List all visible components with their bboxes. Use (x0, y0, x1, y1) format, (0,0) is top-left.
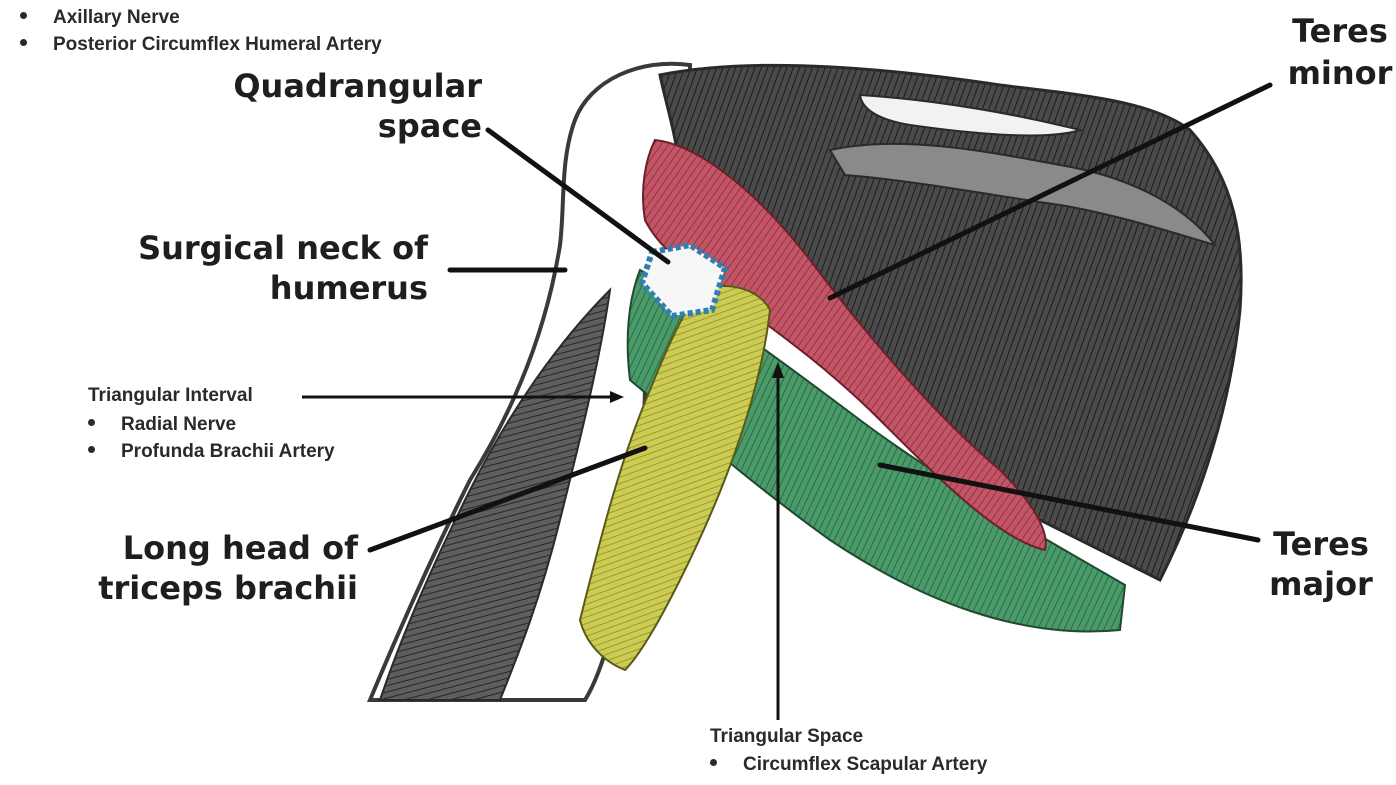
long-head-line-1: Long head of (80, 528, 358, 568)
axillary-nerve-text: Axillary Nerve (53, 7, 180, 28)
surgical-neck-line-2: humerus (130, 268, 428, 308)
quadrangular-space-label: Quadrangular space (200, 66, 482, 146)
top-list-item: Axillary Nerve (20, 7, 180, 29)
bullet-icon (88, 419, 95, 426)
bullet-icon (20, 12, 27, 19)
long-head-line-2: triceps brachii (80, 568, 358, 608)
teres-major-label: Teres major (1266, 524, 1376, 604)
quadrangular-line-2: space (200, 106, 482, 146)
bullet-icon (20, 39, 27, 46)
surgical-neck-label: Surgical neck of humerus (130, 228, 428, 308)
surgical-neck-line-1: Surgical neck of (130, 228, 428, 268)
space-list-item: Circumflex Scapular Artery (710, 754, 987, 776)
bullet-icon (88, 446, 95, 453)
triangular-space-label: Triangular Space (710, 726, 863, 748)
teres-minor-line-1: Teres (1286, 10, 1394, 52)
long-head-triceps-label: Long head of triceps brachii (80, 528, 358, 608)
circumflex-scapular-text: Circumflex Scapular Artery (743, 754, 987, 775)
teres-major-line-2: major (1266, 564, 1376, 604)
top-list-item: Posterior Circumflex Humeral Artery (20, 34, 382, 56)
triangular-interval-label: Triangular Interval (88, 385, 253, 407)
interval-list-item: Profunda Brachii Artery (88, 441, 335, 463)
quadrangular-line-1: Quadrangular (200, 66, 482, 106)
radial-nerve-text: Radial Nerve (121, 414, 236, 435)
profunda-brachii-text: Profunda Brachii Artery (121, 441, 335, 462)
posterior-circumflex-text: Posterior Circumflex Humeral Artery (53, 34, 382, 55)
teres-minor-label: Teres minor (1286, 10, 1394, 94)
teres-major-line-1: Teres (1266, 524, 1376, 564)
bullet-icon (710, 759, 717, 766)
teres-minor-line-2: minor (1286, 52, 1394, 94)
interval-list-item: Radial Nerve (88, 414, 236, 436)
